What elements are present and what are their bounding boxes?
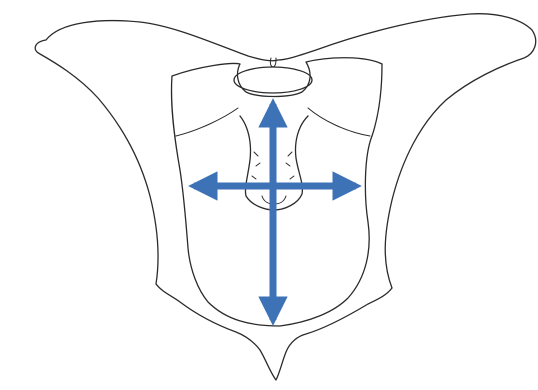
right-sacral-ala-line	[308, 108, 370, 136]
pelvic-inlet-outline	[171, 58, 382, 326]
sacral-foramen-right	[286, 152, 294, 179]
promontory-tip	[270, 58, 276, 67]
sacral-foramen-left	[252, 152, 260, 179]
left-sacral-ala-line	[176, 108, 238, 136]
sacral-promontory	[234, 67, 312, 93]
